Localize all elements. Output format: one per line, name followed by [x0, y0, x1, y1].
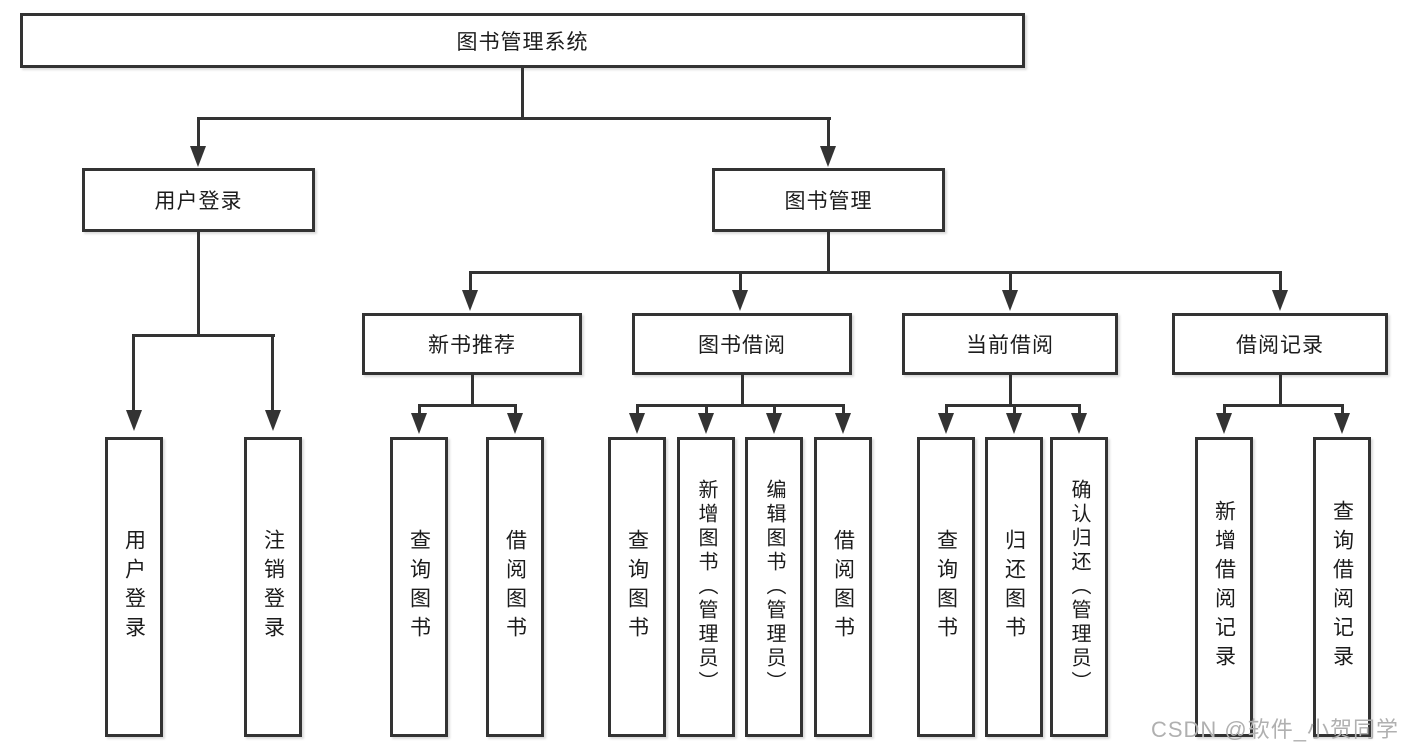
connector-book-borrow-rail	[636, 404, 845, 407]
arrow-down-query-books-1	[411, 413, 427, 434]
node-current-borrow: 当前借阅	[902, 313, 1118, 375]
connector-stub-query-books-1	[418, 404, 421, 416]
node-book-management: 图书管理	[712, 168, 945, 232]
arrow-down-query-borrow-record	[1334, 413, 1350, 434]
connector-stub-leaf-login	[132, 334, 135, 410]
arrow-down-new-book	[462, 290, 478, 311]
connector-stub-new-book	[469, 271, 472, 293]
leaf-label: 查询图书	[625, 529, 649, 645]
arrow-down-leaf-login	[126, 410, 142, 431]
node-label: 图书管理	[784, 190, 873, 213]
connector-stub-book-management	[827, 117, 830, 149]
leaf-label: 新增图书（管理员）	[695, 479, 717, 695]
leaf-borrow-books-2: 借阅图书	[814, 437, 872, 737]
leaf-add-books-admin: 新增图书（管理员）	[677, 437, 735, 737]
connector-stub-query-books-2	[636, 404, 639, 416]
connector-root-drop	[521, 68, 524, 119]
arrow-down-book-borrow	[732, 290, 748, 311]
leaf-confirm-return-admin: 确认归还（管理员）	[1050, 437, 1108, 737]
connector-stub-borrow-books-1	[514, 404, 517, 416]
connector-stub-return-books	[1013, 404, 1016, 416]
arrow-down-query-books-3	[938, 413, 954, 434]
connector-stub-borrow-records	[1279, 271, 1282, 293]
connector-current-borrow-drop	[1009, 375, 1012, 406]
node-root: 图书管理系统	[20, 13, 1025, 68]
connector-borrow-records-drop	[1279, 375, 1282, 406]
arrow-down-query-books-2	[629, 413, 645, 434]
leaf-query-books-3: 查询图书	[917, 437, 975, 737]
leaf-logout: 注销登录	[244, 437, 302, 737]
node-new-book-recommend: 新书推荐	[362, 313, 582, 375]
arrow-down-leaf-logout	[265, 410, 281, 431]
connector-book-management-drop	[827, 232, 830, 274]
leaf-label: 确认归还（管理员）	[1068, 479, 1090, 695]
connector-user-login-rail	[132, 334, 275, 337]
connector-stub-current-borrow	[1009, 271, 1012, 293]
leaf-query-borrow-record: 查询借阅记录	[1313, 437, 1371, 737]
connector-stub-query-borrow-record	[1341, 404, 1344, 416]
leaf-label: 查询图书	[934, 529, 958, 645]
leaf-label: 归还图书	[1002, 529, 1026, 645]
node-label: 新书推荐	[428, 334, 516, 357]
arrow-down-borrow-records	[1272, 290, 1288, 311]
arrow-down-return-books	[1006, 413, 1022, 434]
node-label: 图书管理系统	[456, 30, 589, 54]
arrow-down-add-borrow-record	[1216, 413, 1232, 434]
connector-new-book-drop	[471, 375, 474, 406]
node-label: 用户登录	[154, 190, 243, 213]
node-user-login: 用户登录	[82, 168, 315, 232]
leaf-label: 用户登录	[122, 529, 146, 645]
connector-new-book-rail	[418, 404, 517, 407]
arrow-down-confirm-return	[1071, 413, 1087, 434]
connector-stub-query-books-3	[945, 404, 948, 416]
connector-book-borrow-drop	[741, 375, 744, 406]
node-book-borrow: 图书借阅	[632, 313, 852, 375]
leaf-user-login: 用户登录	[105, 437, 163, 737]
leaf-return-books: 归还图书	[985, 437, 1043, 737]
arrow-down-borrow-books-2	[835, 413, 851, 434]
connector-borrow-records-rail	[1223, 404, 1344, 407]
arrow-down-add-books	[698, 413, 714, 434]
leaf-label: 借阅图书	[503, 529, 527, 645]
connector-root-rail	[197, 117, 831, 120]
leaf-edit-books-admin: 编辑图书（管理员）	[745, 437, 803, 737]
node-borrow-records: 借阅记录	[1172, 313, 1388, 375]
arrow-down-edit-books	[766, 413, 782, 434]
connector-stub-confirm-return	[1078, 404, 1081, 416]
leaf-label: 编辑图书（管理员）	[763, 479, 785, 695]
csdn-watermark: CSDN @软件_小贺同学	[1150, 717, 1399, 742]
leaf-label: 注销登录	[261, 529, 285, 645]
connector-stub-borrow-books-2	[842, 404, 845, 416]
leaf-add-borrow-record: 新增借阅记录	[1195, 437, 1253, 737]
arrow-down-borrow-books-1	[507, 413, 523, 434]
node-label: 图书借阅	[698, 334, 786, 357]
connector-stub-edit-books	[773, 404, 776, 416]
arrow-down-current-borrow	[1002, 290, 1018, 311]
node-label: 当前借阅	[966, 334, 1054, 357]
leaf-label: 查询借阅记录	[1330, 500, 1354, 674]
connector-stub-add-books	[705, 404, 708, 416]
leaf-query-books-2: 查询图书	[608, 437, 666, 737]
leaf-label: 查询图书	[407, 529, 431, 645]
connector-stub-book-borrow	[739, 271, 742, 293]
connector-user-login-drop	[197, 232, 200, 336]
leaf-borrow-books-1: 借阅图书	[486, 437, 544, 737]
leaf-query-books-1: 查询图书	[390, 437, 448, 737]
leaf-label: 新增借阅记录	[1212, 500, 1236, 674]
arrow-down-user-login	[190, 146, 206, 167]
node-label: 借阅记录	[1236, 334, 1324, 357]
connector-stub-user-login	[197, 117, 200, 149]
leaf-label: 借阅图书	[831, 529, 855, 645]
connector-book-management-rail	[469, 271, 1282, 274]
arrow-down-book-management	[820, 146, 836, 167]
connector-stub-leaf-logout	[271, 334, 274, 410]
connector-stub-add-borrow-record	[1223, 404, 1226, 416]
